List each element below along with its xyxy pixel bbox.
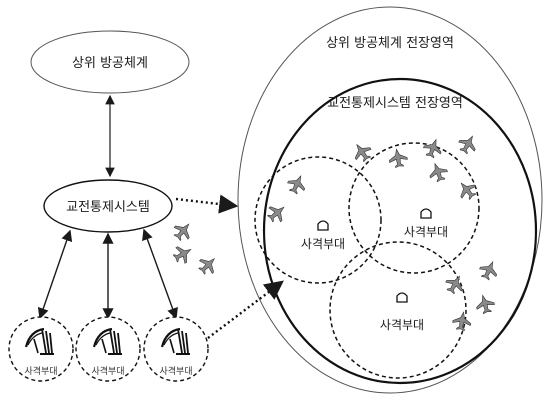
- engagement-area-link: [175, 194, 239, 214]
- firing-site-icon: [420, 208, 432, 219]
- fighter-jet-icon: [349, 139, 375, 165]
- unit-1-label: 사격부대: [24, 365, 57, 377]
- coverage-circle-2: [348, 142, 480, 274]
- fighter-jet-icon: [387, 147, 409, 169]
- field-unit-2-label: 사격부대: [404, 225, 448, 239]
- fighter-jet-icon: [421, 136, 445, 160]
- fighter-jet-icon: [426, 160, 450, 184]
- fighter-jet-icon: [473, 292, 497, 316]
- fighter-jet-icon: [284, 171, 310, 197]
- engagement-system-node: [43, 179, 173, 233]
- engagement-area-label: 교전통제시스템 전장영역: [327, 96, 463, 111]
- field-unit-3-label: 사격부대: [380, 318, 424, 332]
- upper-system-label: 상위 방공체계: [72, 56, 148, 71]
- firing-site-icon: [317, 220, 329, 231]
- fighter-jet-icon: [454, 177, 480, 203]
- unit-circle-middle: [75, 316, 141, 382]
- coverage-circle-1: [254, 156, 382, 284]
- unit-link-right: [142, 228, 178, 320]
- fighter-jet-icon: [170, 218, 196, 244]
- fighter-jet-icon: [455, 131, 481, 157]
- fighter-jet-icon: [476, 257, 502, 283]
- upper-area-label: 상위 방공체계 전장영역: [326, 36, 454, 51]
- fighter-jet-icon: [451, 310, 473, 332]
- unit-circle-right: [143, 316, 209, 382]
- engagement-area-ellipse: [262, 77, 538, 385]
- unit-3-label: 사격부대: [159, 365, 192, 377]
- coverage-circle-3: [329, 241, 467, 379]
- unit-link-left: [37, 229, 73, 320]
- firing-site-icon: [396, 292, 408, 303]
- field-unit-1-label: 사격부대: [301, 237, 345, 251]
- unit-area-link: [207, 280, 284, 339]
- unit-2-label: 사격부대: [91, 365, 124, 377]
- unit-circle-left: [8, 316, 74, 382]
- fighter-jet-icon: [170, 241, 196, 267]
- fighter-jet-icon: [194, 251, 222, 279]
- upper-system-node: [30, 30, 190, 94]
- engagement-system-label: 교전통제시스템: [66, 200, 150, 215]
- upper-area-ellipse: [237, 6, 543, 394]
- fighter-jet-icon: [264, 200, 290, 226]
